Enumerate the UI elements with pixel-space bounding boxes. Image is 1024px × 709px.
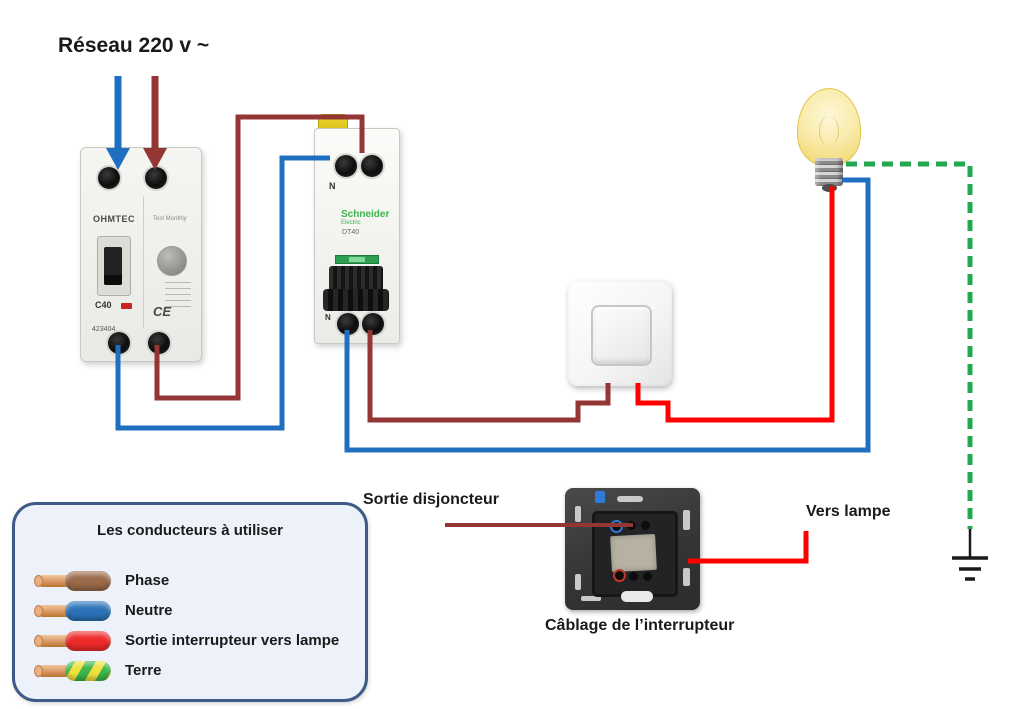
legend-label: Neutre <box>125 602 173 619</box>
earth-wire-dashed <box>846 161 973 529</box>
toggle-knob <box>104 247 122 285</box>
breaker-seam <box>143 196 144 328</box>
earth-wire-icon <box>33 661 111 681</box>
mechanism-slot <box>617 496 643 502</box>
switch-wiring-caption: Câblage de l’interrupteur <box>545 617 735 634</box>
breaker-model-text: DT40 <box>342 229 360 236</box>
legend-box: Les conducteurs à utiliser Phase Neutre … <box>12 502 368 702</box>
legend-label: Sortie interrupteur vers lampe <box>125 632 340 649</box>
neutral-wire-icon <box>33 601 111 621</box>
mechanism-slot <box>683 568 690 586</box>
breaker-terminal <box>145 167 167 189</box>
mechanism-blue-tag <box>595 491 605 503</box>
bulb-contact-tip <box>822 184 837 192</box>
phase-wire-icon <box>33 571 111 591</box>
toggle-handle <box>323 289 389 311</box>
breaker-terminal <box>108 332 130 354</box>
breaker-brand-text: OHMTEC <box>93 214 135 224</box>
terminal-hole <box>627 521 636 530</box>
breaker-serial-text: 423404 <box>92 326 116 333</box>
lamp-bulb <box>795 88 875 203</box>
terminal-hole <box>641 521 650 530</box>
neutral-marking: N <box>329 181 336 191</box>
breaker-terminal <box>335 155 357 177</box>
terminal-hole <box>615 571 624 580</box>
terminal-hole <box>629 572 638 581</box>
vers-lampe-pointer-line <box>688 531 809 564</box>
mains-supply-label: Réseau 220 v ~ <box>58 34 210 57</box>
switch-rocker <box>591 305 652 366</box>
breaker-rating-text: C40 <box>95 300 112 310</box>
breaker-toggle <box>97 236 131 296</box>
bulb-filament <box>819 116 839 146</box>
mechanism-slot <box>575 574 581 590</box>
breaker-terminal <box>337 313 359 335</box>
mechanism-label-blob <box>621 591 653 602</box>
wall-switch <box>568 280 672 386</box>
legend-label: Terre <box>125 662 162 679</box>
legend-title: Les conducteurs à utiliser <box>97 522 283 539</box>
terminal-hole <box>643 572 652 581</box>
neutral-marking: N <box>325 313 331 322</box>
schneider-brand-text: Schneider <box>341 209 390 220</box>
circuit-breaker: N Schneider Electric DT40 N <box>314 128 400 344</box>
switch-mechanism-photo <box>565 488 700 610</box>
breaker-terminal <box>98 167 120 189</box>
mechanism-slot <box>575 506 581 522</box>
mechanism-slot <box>683 510 690 530</box>
bulb-screw-base <box>815 158 843 186</box>
switch-output-wire-icon <box>33 631 111 651</box>
test-button <box>157 246 187 276</box>
breaker-terminal <box>362 313 384 335</box>
mechanism-center-block <box>610 533 657 573</box>
breaker-output-label: Sortie disjoncteur <box>363 491 500 508</box>
trip-indicator <box>121 303 132 309</box>
breaker-terminal <box>361 155 383 177</box>
to-lamp-label: Vers lampe <box>806 503 891 520</box>
ground-symbol-icon <box>952 529 988 581</box>
status-indicator-strip <box>335 255 379 264</box>
differential-breaker: OHMTEC Test Monthly C40 423404 CE <box>80 147 202 362</box>
legend-label: Phase <box>125 572 170 589</box>
breaker-terminal <box>148 332 170 354</box>
schneider-brand2-text: Electric <box>341 220 361 226</box>
ce-mark: CE <box>153 304 172 319</box>
terminal-hole <box>612 522 621 531</box>
mechanism-slot <box>581 596 601 601</box>
test-monthly-text: Test Monthly <box>153 216 187 222</box>
